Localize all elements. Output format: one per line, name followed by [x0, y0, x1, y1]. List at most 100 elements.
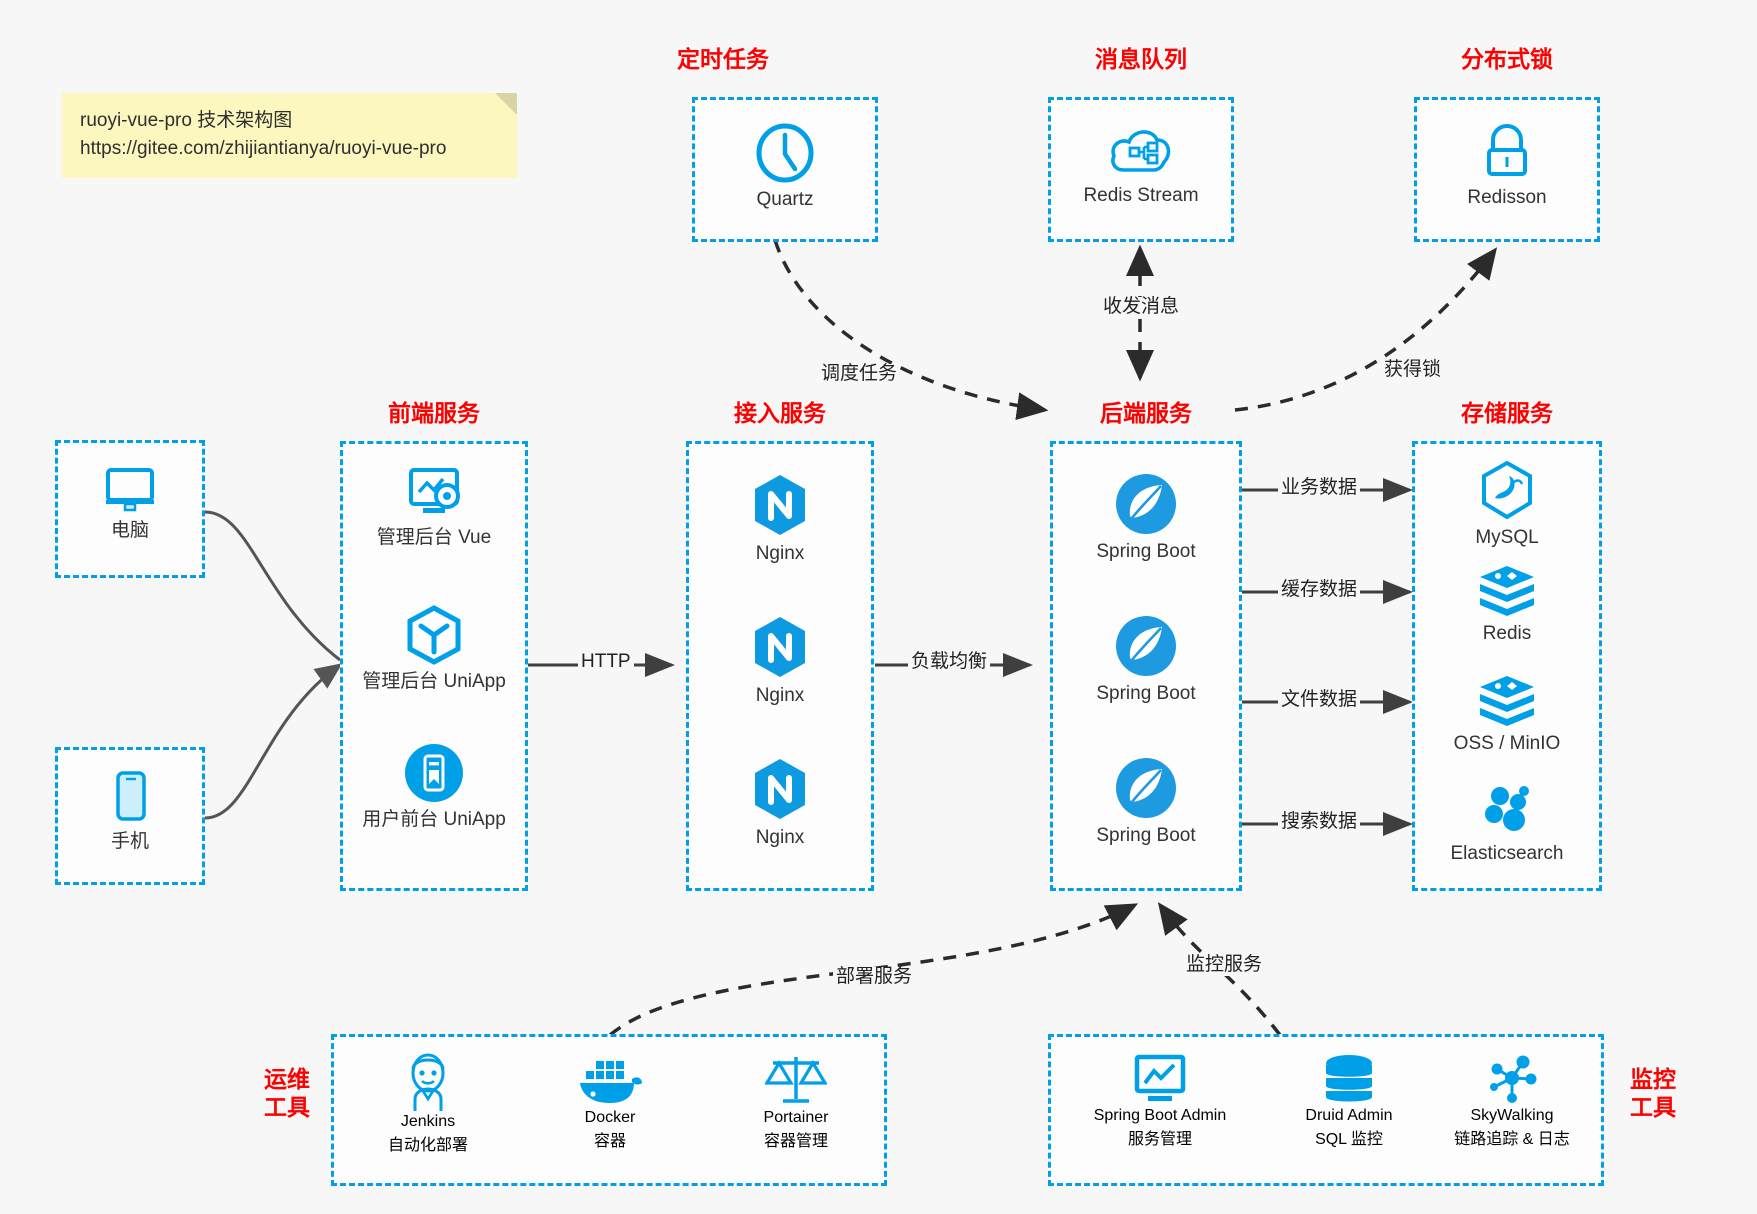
- group-title-devops-line2: 工具: [264, 1093, 310, 1120]
- node-spring-boot-admin-sub: 服务管理: [1127, 1131, 1192, 1148]
- node-redis-stream[interactable]: Redis Stream: [1051, 122, 1231, 209]
- node-elasticsearch[interactable]: Elasticsearch: [1415, 782, 1599, 867]
- node-skywalking[interactable]: SkyWalking 链路追踪 & 日志: [1419, 1053, 1605, 1149]
- spring-leaf-icon: [1116, 758, 1176, 818]
- node-admin-uniapp[interactable]: 管理后台 UniApp: [343, 604, 525, 695]
- group-message-queue: Redis Stream: [1048, 97, 1234, 242]
- jenkins-butler-icon: [411, 1053, 445, 1111]
- desktop-icon: [106, 468, 154, 512]
- edge-label-send-receive-message: 收发消息: [1100, 296, 1183, 318]
- node-admin-vue-label: 管理后台 Vue: [376, 527, 492, 548]
- group-title-storage: 存储服务: [1461, 400, 1553, 426]
- diagram-note: ruoyi-vue-pro 技术架构图 https://gitee.com/zh…: [62, 93, 517, 179]
- database-icon: [1326, 1055, 1372, 1102]
- group-title-frontend: 前端服务: [388, 400, 480, 426]
- edge-label-schedule-task: 调度任务: [818, 363, 901, 385]
- cube-icon: [407, 605, 461, 665]
- group-gateway: Nginx Nginx Nginx: [686, 441, 874, 891]
- nginx-icon: [755, 617, 805, 677]
- edge-label-load-balance: 负载均衡: [908, 651, 991, 673]
- node-jenkins[interactable]: Jenkins 自动化部署: [342, 1051, 514, 1155]
- lock-icon: [1487, 124, 1527, 176]
- group-client-mobile: 手机: [55, 747, 205, 885]
- node-redis[interactable]: Redis: [1415, 562, 1599, 647]
- wire-mobile-to-frontend: [204, 663, 343, 820]
- edge-label-business-data: 业务数据: [1278, 477, 1361, 499]
- group-title-devops-line1: 运维: [264, 1066, 310, 1092]
- note-line-url: https://gitee.com/zhijiantianya/ruoyi-vu…: [80, 137, 447, 159]
- node-druid-admin-sub: SQL 监控: [1315, 1131, 1383, 1148]
- node-redis-label: Redis: [1482, 623, 1532, 644]
- docker-whale-icon: [580, 1061, 642, 1103]
- edge-label-acquire-lock: 获得锁: [1381, 359, 1445, 381]
- node-nginx-3[interactable]: Nginx: [689, 756, 871, 851]
- node-druid-admin[interactable]: Druid Admin SQL 监控: [1269, 1053, 1429, 1149]
- node-nginx-2[interactable]: Nginx: [689, 614, 871, 709]
- cloud-stream-icon: [1111, 130, 1171, 172]
- node-quartz[interactable]: Quartz: [695, 122, 875, 213]
- group-title-backend: 后端服务: [1100, 400, 1192, 426]
- note-line-title: ruoyi-vue-pro 技术架构图: [80, 110, 293, 131]
- nginx-icon: [755, 475, 805, 535]
- node-nginx-2-label: Nginx: [755, 685, 805, 706]
- wire-pc-to-frontend: [204, 510, 341, 662]
- spring-leaf-icon: [1116, 474, 1176, 534]
- node-nginx-3-label: Nginx: [755, 827, 805, 848]
- node-user-uniapp-label: 用户前台 UniApp: [362, 809, 506, 830]
- elasticsearch-icon: [1485, 786, 1529, 831]
- node-pc-label: 电脑: [110, 520, 149, 541]
- node-spring-boot-3[interactable]: Spring Boot: [1053, 756, 1239, 849]
- node-skywalking-label: SkyWalking: [1470, 1107, 1554, 1124]
- phone-icon: [116, 771, 146, 821]
- node-spring-boot-2-label: Spring Boot: [1096, 683, 1196, 704]
- mobile-app-icon: [405, 744, 463, 802]
- node-mobile[interactable]: 手机: [58, 770, 202, 855]
- node-spring-boot-1[interactable]: Spring Boot: [1053, 472, 1239, 565]
- edge-label-monitor-service: 监控服务: [1183, 954, 1266, 976]
- node-nginx-1-label: Nginx: [755, 543, 805, 564]
- node-pc[interactable]: 电脑: [58, 465, 202, 544]
- node-spring-boot-3-label: Spring Boot: [1096, 825, 1196, 846]
- node-user-uniapp[interactable]: 用户前台 UniApp: [343, 742, 525, 833]
- node-jenkins-sub: 自动化部署: [387, 1137, 468, 1154]
- redis-stack-icon: [1480, 566, 1534, 616]
- edge-label-search-data: 搜索数据: [1278, 811, 1361, 833]
- group-backend: Spring Boot Spring Boot Spring Boot: [1050, 441, 1242, 891]
- group-title-monitor: 监控 工具: [1618, 1066, 1688, 1121]
- node-jenkins-label: Jenkins: [400, 1113, 456, 1130]
- node-spring-boot-2[interactable]: Spring Boot: [1053, 614, 1239, 707]
- node-oss-minio[interactable]: OSS / MinIO: [1415, 672, 1599, 757]
- node-spring-boot-admin[interactable]: Spring Boot Admin 服务管理: [1055, 1053, 1265, 1149]
- scales-icon: [765, 1057, 827, 1103]
- edge-label-cache-data: 缓存数据: [1278, 579, 1361, 601]
- node-redis-stream-label: Redis Stream: [1083, 185, 1199, 206]
- dashboard-icon: [409, 468, 460, 513]
- node-portainer[interactable]: Portainer 容器管理: [708, 1051, 884, 1151]
- skywalking-icon: [1490, 1055, 1537, 1103]
- node-portainer-sub: 容器管理: [763, 1133, 828, 1150]
- node-skywalking-sub: 链路追踪 & 日志: [1454, 1131, 1570, 1148]
- node-docker-sub: 容器: [593, 1133, 626, 1150]
- redis-stack-icon: [1480, 676, 1534, 726]
- group-title-devops: 运维 工具: [252, 1066, 322, 1121]
- node-docker[interactable]: Docker 容器: [524, 1053, 696, 1151]
- node-admin-uniapp-label: 管理后台 UniApp: [362, 671, 506, 692]
- node-redisson-label: Redisson: [1467, 187, 1547, 208]
- node-redisson[interactable]: Redisson: [1417, 122, 1597, 211]
- group-monitor: Spring Boot Admin 服务管理 Druid Admin SQL 监…: [1048, 1034, 1604, 1186]
- node-admin-vue[interactable]: 管理后台 Vue: [343, 466, 525, 551]
- group-title-monitor-line2: 工具: [1630, 1093, 1676, 1120]
- node-spring-boot-admin-label: Spring Boot Admin: [1093, 1107, 1227, 1124]
- clock-icon: [756, 123, 814, 183]
- edge-label-deploy-service: 部署服务: [833, 966, 916, 988]
- mysql-dolphin-icon: [1482, 460, 1532, 520]
- note-fold-corner: [495, 93, 517, 115]
- node-oss-minio-label: OSS / MinIO: [1453, 733, 1561, 754]
- node-nginx-1[interactable]: Nginx: [689, 472, 871, 567]
- node-portainer-label: Portainer: [763, 1109, 829, 1126]
- group-title-monitor-line1: 监控: [1630, 1066, 1676, 1092]
- group-title-message-queue: 消息队列: [1095, 46, 1187, 72]
- node-mysql[interactable]: MySQL: [1415, 460, 1599, 551]
- group-distributed-lock: Redisson: [1414, 97, 1600, 242]
